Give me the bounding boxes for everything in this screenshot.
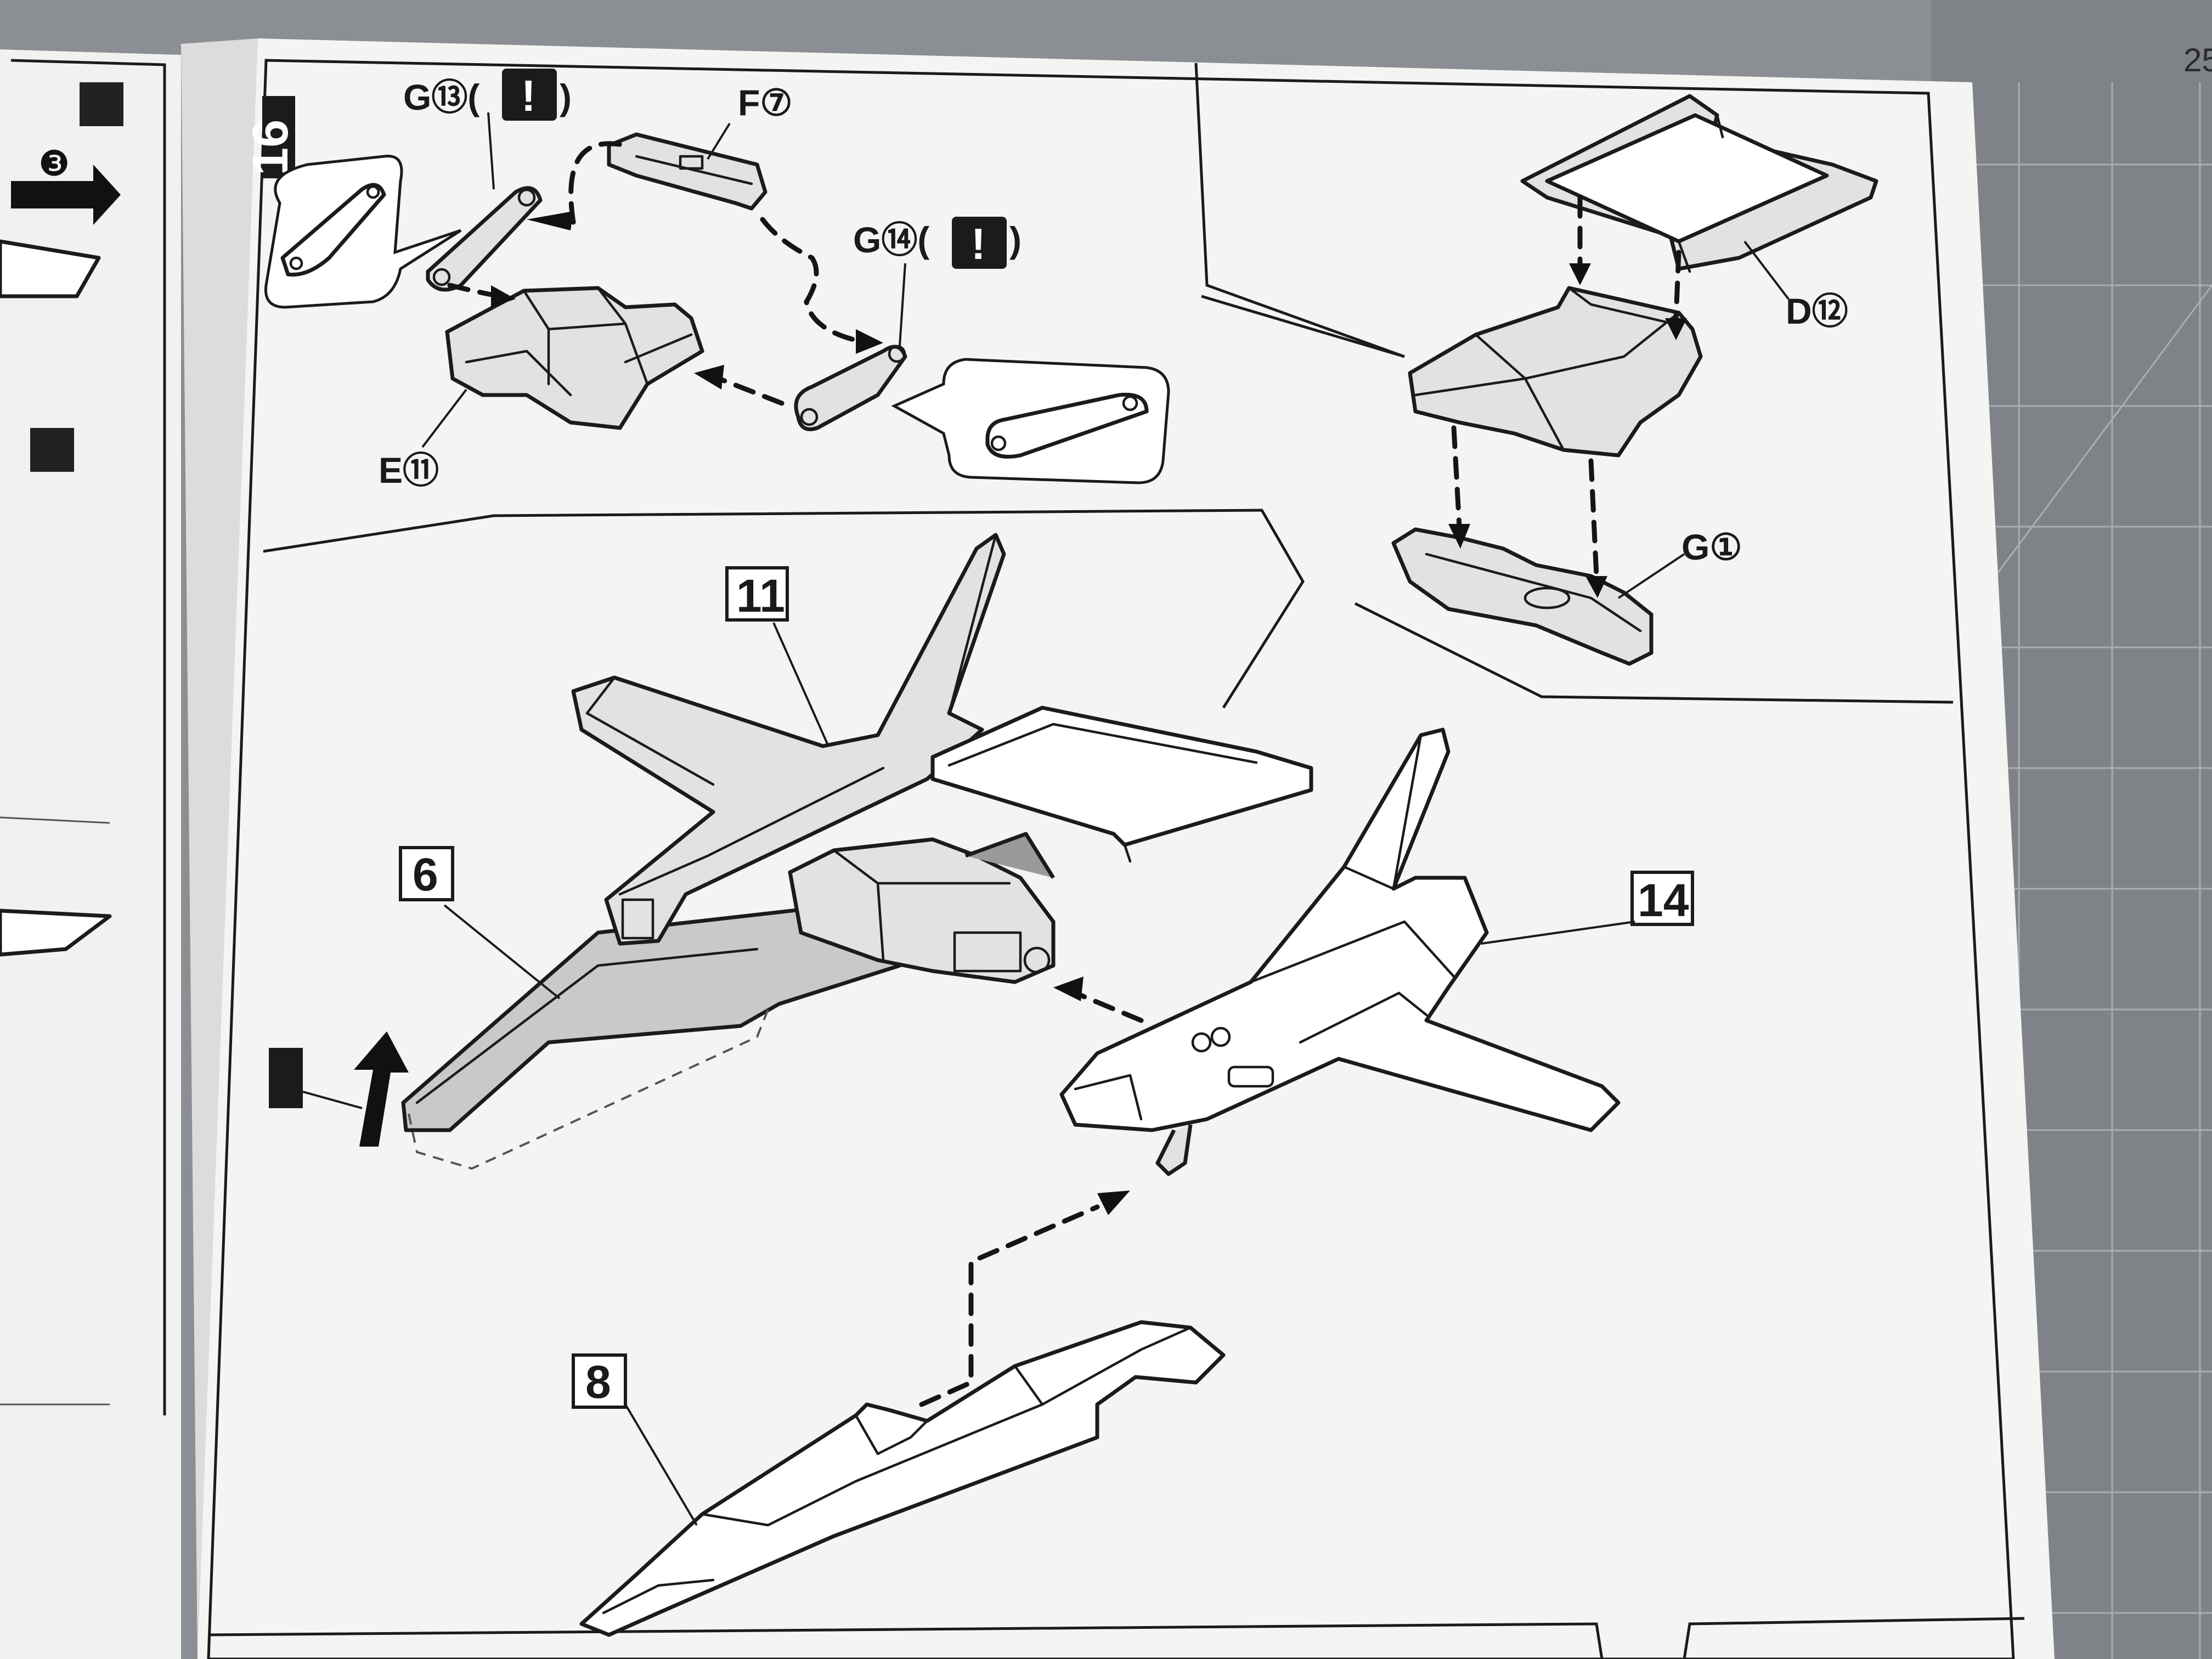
part-f7	[607, 132, 768, 211]
arrow-icon	[527, 211, 573, 230]
warning-icon	[952, 217, 1007, 269]
sticker-icon	[269, 1048, 303, 1108]
arrow-icon	[354, 1031, 409, 1147]
panel-divider-top	[263, 509, 1305, 709]
page-border	[207, 59, 2015, 1659]
ref-number-11: 11	[736, 570, 785, 622]
subassembly-d12: D⑫ G①	[1391, 94, 1878, 666]
arrow-icon	[11, 165, 121, 225]
ref-number-8: 8	[585, 1356, 611, 1408]
fighter-ref14	[1059, 727, 1621, 1132]
ref-box-14: 14	[1630, 871, 1694, 926]
part-g13	[426, 186, 543, 292]
arrow-icon	[1053, 977, 1084, 1001]
arrow-icon	[694, 365, 724, 390]
ref-number-6: 6	[413, 849, 438, 900]
label-g14-close: )	[1009, 219, 1022, 260]
body-ref11	[571, 533, 1006, 946]
arrow-icon	[491, 285, 516, 307]
connector-block	[788, 837, 1056, 984]
label-g13-close: )	[560, 77, 572, 117]
part-e11	[445, 286, 704, 430]
mat-ruler-number: 25	[2183, 42, 2212, 78]
previous-step-marker: ❸	[38, 144, 70, 183]
arrow-icon	[856, 329, 883, 354]
instruction-page: 16	[198, 38, 2055, 1659]
warning-icon	[502, 69, 557, 121]
warning-mark-g13: !	[521, 71, 536, 120]
arrow-icon	[1448, 524, 1470, 549]
label-e11: E⑪	[379, 450, 439, 490]
step-number: 16	[242, 120, 298, 176]
panel-divider-right-upper	[1194, 63, 1405, 358]
ref-number-14: 14	[1638, 874, 1689, 926]
sticker-icon	[80, 82, 123, 126]
label-g1: G①	[1681, 527, 1742, 567]
arrow-icon	[1585, 576, 1607, 598]
panel-divider-right-lower	[1354, 602, 1954, 704]
step-number-tab: 16	[242, 96, 298, 178]
subassembly-e11: G⑬( ! ) F⑦ G⑭( ! ) E⑪	[264, 69, 1170, 490]
ref-box-8: 8	[572, 1353, 627, 1409]
warning-mark-g14: !	[971, 219, 986, 268]
arrow-icon	[1665, 318, 1687, 340]
label-g13: G⑬(	[403, 77, 479, 117]
arrow-icon	[1097, 1190, 1130, 1215]
label-d12: D⑫	[1786, 291, 1848, 331]
ref-box-11: 11	[725, 566, 789, 622]
label-g14: G⑭(	[853, 219, 929, 260]
arrow-icon	[1569, 263, 1591, 285]
hull-ref6	[401, 898, 902, 1132]
ref-box-6: 6	[399, 846, 454, 901]
label-f7: F⑦	[738, 82, 792, 123]
sticker-icon	[30, 428, 74, 472]
main-assembly: 11 6 14 8	[269, 533, 1694, 1637]
